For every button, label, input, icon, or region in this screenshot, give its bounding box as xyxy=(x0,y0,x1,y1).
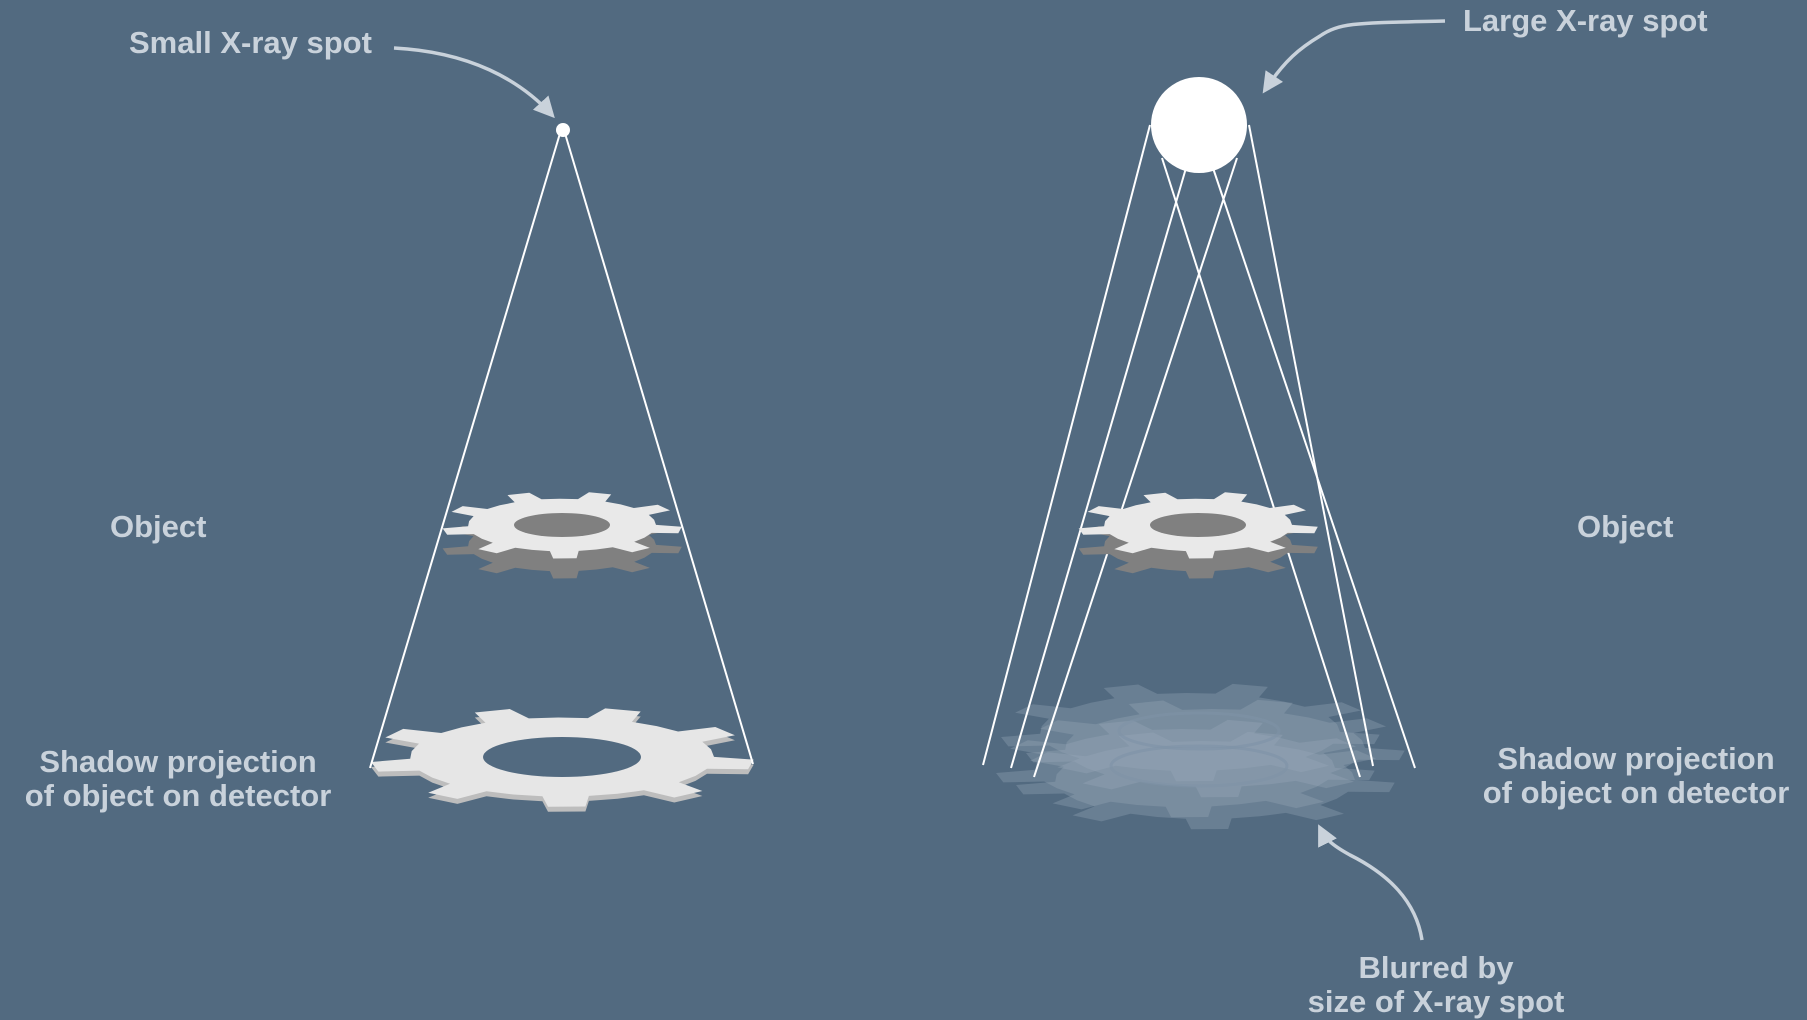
small-xray-spot xyxy=(556,123,570,137)
left-beam-lines xyxy=(370,130,753,768)
large-spot-arrow xyxy=(1265,21,1445,90)
blur-arrow xyxy=(1320,828,1422,940)
left-beam-ray xyxy=(370,130,561,768)
left-shadow-hole xyxy=(483,737,641,777)
large-xray-spot xyxy=(1151,77,1247,173)
shadow-label-right-line1: Shadow projection xyxy=(1466,742,1806,776)
shadow-label-right: Shadow projection of object on detector xyxy=(1466,742,1806,810)
right-panel xyxy=(983,21,1445,940)
blur-label-line1: Blurred by xyxy=(1266,951,1606,985)
right-beam-ray xyxy=(1011,168,1186,768)
right-beam-ray xyxy=(1162,158,1360,777)
right-gear-hole xyxy=(1150,513,1246,537)
left-panel xyxy=(370,48,754,812)
left-sharp-shadow xyxy=(371,708,754,811)
right-beam-ray xyxy=(1034,158,1237,777)
object-label-left: Object xyxy=(110,510,206,544)
left-object-gear xyxy=(443,492,682,578)
right-object-gear xyxy=(1079,492,1318,578)
blur-label: Blurred by size of X-ray spot xyxy=(1266,951,1606,1019)
small-spot-label: Small X-ray spot xyxy=(129,26,372,60)
blur-label-line2: size of X-ray spot xyxy=(1266,985,1606,1019)
small-spot-arrow xyxy=(394,48,552,115)
right-beam-ray xyxy=(1213,168,1415,768)
object-label-right: Object xyxy=(1577,510,1673,544)
right-beam-ray xyxy=(983,125,1150,765)
right-beam-lines xyxy=(983,125,1415,777)
right-beam-ray xyxy=(1249,125,1373,766)
shadow-label-left-line2: of object on detector xyxy=(8,779,348,813)
large-spot-label: Large X-ray spot xyxy=(1463,4,1708,38)
left-gear-hole xyxy=(514,513,610,537)
shadow-label-left: Shadow projection of object on detector xyxy=(8,745,348,813)
left-beam-ray xyxy=(564,130,753,764)
shadow-label-right-line2: of object on detector xyxy=(1466,776,1806,810)
shadow-label-left-line1: Shadow projection xyxy=(8,745,348,779)
